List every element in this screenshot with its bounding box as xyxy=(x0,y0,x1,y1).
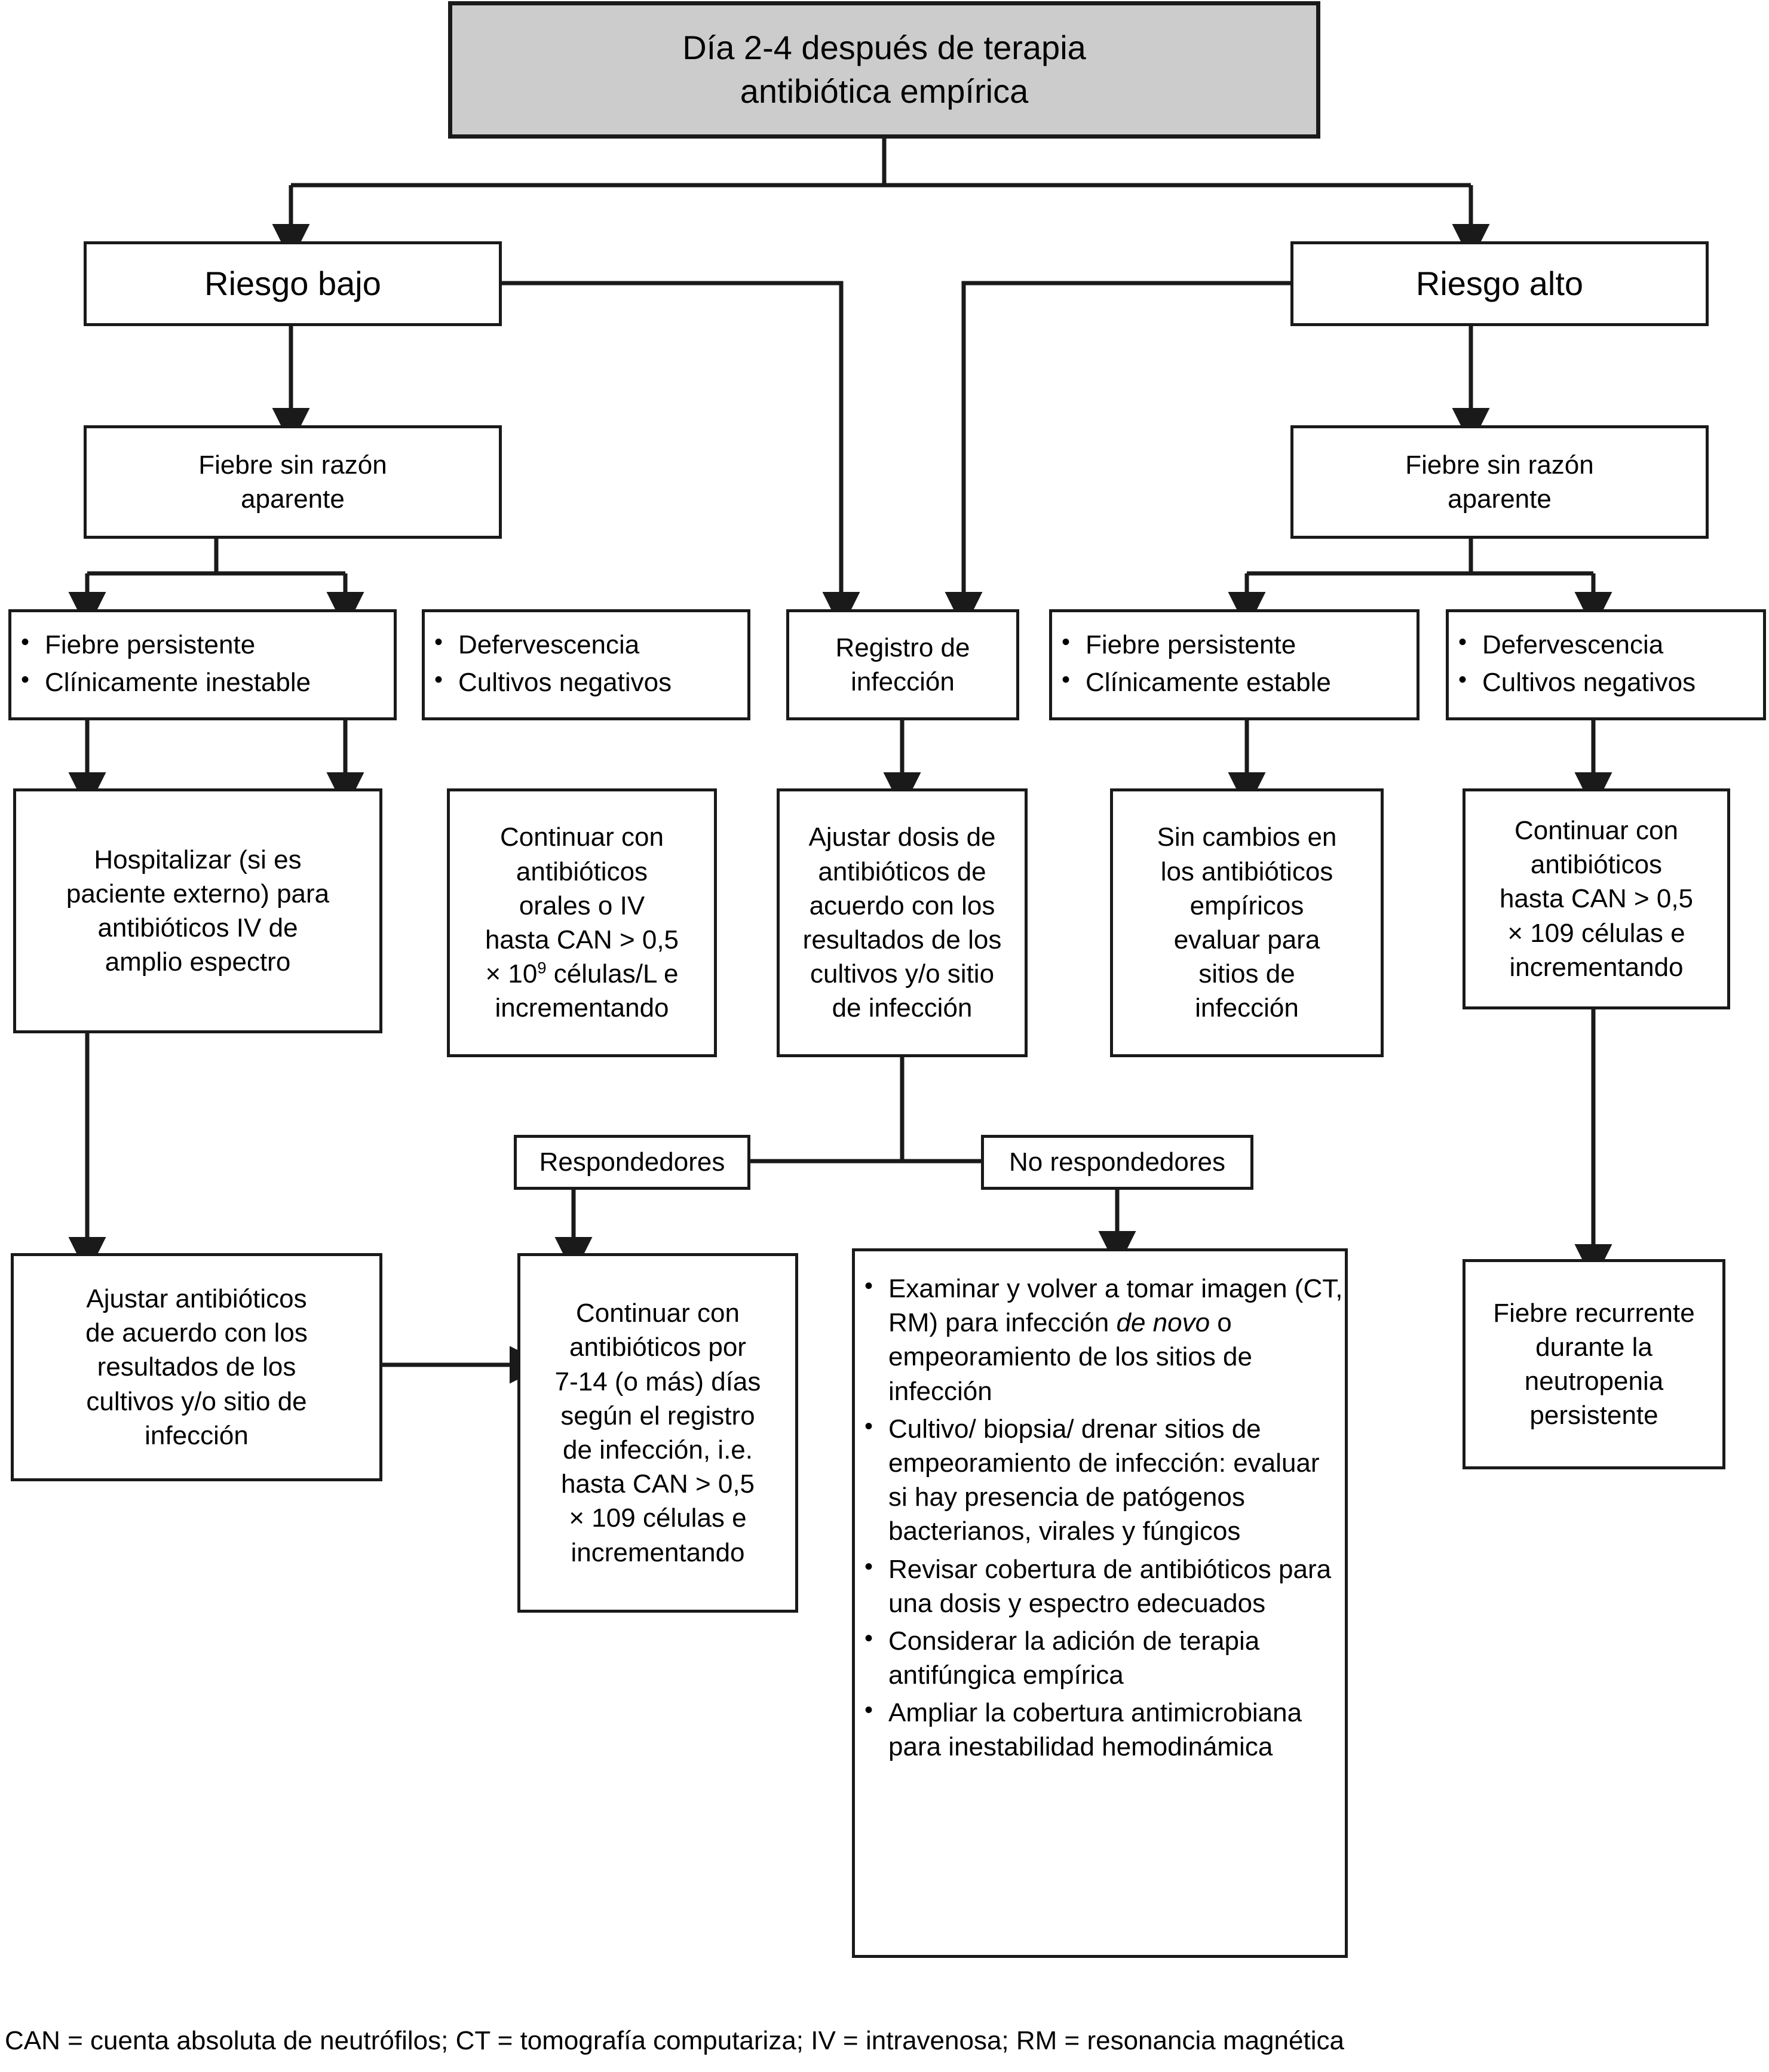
line: × 109 células e xyxy=(1507,918,1685,948)
node-adjust-dose-label: Ajustar dosis de antibióticos de acuerdo… xyxy=(802,822,1002,1023)
low-deferv-list: Defervescencia Cultivos negativos xyxy=(425,627,747,703)
list-item: Ampliar la cobertura antimicrobiana para… xyxy=(855,1695,1345,1764)
emphasis-text: de novo xyxy=(1116,1308,1210,1338)
line: incrementando xyxy=(1509,952,1684,982)
node-continue-oral-iv-label: Continuar con antibióticos orales o IV h… xyxy=(450,820,714,1025)
high-persistent-list: Fiebre persistente Clínicamente estable xyxy=(1052,627,1417,703)
line: hasta CAN > 0,5 xyxy=(485,925,679,954)
line: Continuar con xyxy=(576,1299,740,1328)
line-with-superscript: × 109 células/L e xyxy=(456,957,708,991)
pre: × 10 xyxy=(485,959,538,989)
high-deferv-list: Defervescencia Cultivos negativos xyxy=(1449,627,1763,703)
list-item: Revisar cobertura de antibióticos para u… xyxy=(855,1551,1345,1620)
list-item: Defervescencia xyxy=(425,627,747,662)
superscript: 9 xyxy=(537,958,547,977)
node-risk-low-label: Riesgo bajo xyxy=(204,264,381,302)
node-root[interactable]: Día 2-4 después de terapia antibiótica e… xyxy=(448,1,1320,139)
line: hasta CAN > 0,5 xyxy=(560,1469,755,1499)
node-infection-record-label: Registro de infección xyxy=(835,633,970,696)
node-adjust-abx-label: Ajustar antibióticos de acuerdo con los … xyxy=(85,1284,308,1450)
node-fever-low-label: Fiebre sin razón aparente xyxy=(198,450,387,514)
node-continue-high-label: Continuar con antibióticos hasta CAN > 0… xyxy=(1466,814,1727,984)
node-hospitalize-label: Hospitalizar (si es paciente externo) pa… xyxy=(66,845,330,977)
node-responders-label: Respondedores xyxy=(539,1147,725,1177)
node-low-defervescence[interactable]: Defervescencia Cultivos negativos xyxy=(422,609,750,720)
line: orales o IV xyxy=(519,891,645,920)
list-item: Clínicamente estable xyxy=(1052,664,1417,699)
text: Considerar la adición de terapia antifún… xyxy=(888,1626,1260,1690)
line: antibióticos xyxy=(1530,850,1663,880)
text: Revisar cobertura de antibióticos para u… xyxy=(888,1554,1332,1618)
line: incrementando xyxy=(495,993,669,1023)
node-hospitalize[interactable]: Hospitalizar (si es paciente externo) pa… xyxy=(13,788,382,1033)
node-continue-oral-iv[interactable]: Continuar con antibióticos orales o IV h… xyxy=(447,788,717,1057)
node-high-persistent[interactable]: Fiebre persistente Clínicamente estable xyxy=(1049,609,1420,720)
node-no-changes[interactable]: Sin cambios en los antibióticos empírico… xyxy=(1110,788,1384,1057)
node-nonresponder-actions[interactable]: Examinar y volver a tomar imagen (CT, RM… xyxy=(852,1248,1348,1958)
line: Continuar con xyxy=(500,822,664,852)
nonresponder-actions-list: Examinar y volver a tomar imagen (CT, RM… xyxy=(855,1270,1345,1768)
list-item: Cultivos negativos xyxy=(425,664,747,699)
list-item: Fiebre persistente xyxy=(1052,627,1417,662)
list-item: Clínicamente inestable xyxy=(11,664,394,699)
line: 7-14 (o más) días xyxy=(554,1367,761,1396)
node-root-label: Día 2-4 después de terapia antibiótica e… xyxy=(682,29,1086,110)
node-non-responders[interactable]: No respondedores xyxy=(981,1135,1253,1190)
line: × 109 células e xyxy=(569,1503,747,1533)
node-fever-low[interactable]: Fiebre sin razón aparente xyxy=(84,425,502,539)
node-no-changes-label: Sin cambios en los antibióticos empírico… xyxy=(1157,822,1337,1023)
node-responders[interactable]: Respondedores xyxy=(514,1135,750,1190)
node-infection-record[interactable]: Registro de infección xyxy=(786,609,1019,720)
node-fever-high[interactable]: Fiebre sin razón aparente xyxy=(1290,425,1709,539)
line: Continuar con xyxy=(1514,816,1678,846)
list-item: Defervescencia xyxy=(1449,627,1763,662)
list-item: Considerar la adición de terapia antifún… xyxy=(855,1623,1345,1692)
node-risk-high[interactable]: Riesgo alto xyxy=(1290,241,1709,326)
node-continue-7-14[interactable]: Continuar con antibióticos por 7-14 (o m… xyxy=(517,1253,798,1613)
node-high-defervescence[interactable]: Defervescencia Cultivos negativos xyxy=(1446,609,1766,720)
text: Ampliar la cobertura antimicrobiana para… xyxy=(888,1698,1302,1762)
node-continue-7-14-label: Continuar con antibióticos por 7-14 (o m… xyxy=(520,1296,795,1570)
line: según el registro xyxy=(560,1401,755,1431)
node-adjust-dose[interactable]: Ajustar dosis de antibióticos de acuerdo… xyxy=(777,788,1028,1057)
footnote-abbreviations: CAN = cuenta absoluta de neutrófilos; CT… xyxy=(5,2026,1344,2055)
node-recurrent-fever-label: Fiebre recurrente durante la neutropenia… xyxy=(1493,1298,1695,1431)
line: hasta CAN > 0,5 xyxy=(1499,884,1694,914)
node-fever-high-label: Fiebre sin razón aparente xyxy=(1405,450,1594,514)
node-risk-high-label: Riesgo alto xyxy=(1415,264,1584,302)
line: antibióticos por xyxy=(569,1333,746,1362)
node-low-persistent[interactable]: Fiebre persistente Clínicamente inestabl… xyxy=(8,609,397,720)
list-item: Cultivos negativos xyxy=(1449,664,1763,699)
text: Examinar y volver a tomar imagen (CT, RM… xyxy=(888,1274,1343,1338)
list-item: Cultivo/ biopsia/ drenar sitios de empeo… xyxy=(855,1411,1345,1549)
node-non-responders-label: No respondedores xyxy=(1008,1147,1225,1177)
text: Cultivo/ biopsia/ drenar sitios de empeo… xyxy=(888,1414,1320,1546)
text: o empeoramiento de los sitios de infecci… xyxy=(888,1308,1252,1406)
line: antibióticos xyxy=(516,857,648,886)
node-risk-low[interactable]: Riesgo bajo xyxy=(84,241,502,326)
line: incrementando xyxy=(571,1537,745,1567)
node-adjust-abx[interactable]: Ajustar antibióticos de acuerdo con los … xyxy=(11,1253,382,1481)
list-item: Fiebre persistente xyxy=(11,627,394,662)
node-continue-high[interactable]: Continuar con antibióticos hasta CAN > 0… xyxy=(1463,788,1730,1009)
post: células/L e xyxy=(546,959,679,989)
node-recurrent-fever[interactable]: Fiebre recurrente durante la neutropenia… xyxy=(1463,1259,1725,1469)
line: de infección, i.e. xyxy=(563,1435,753,1465)
low-persistent-list: Fiebre persistente Clínicamente inestabl… xyxy=(11,627,394,703)
list-item: Examinar y volver a tomar imagen (CT, RM… xyxy=(855,1270,1345,1408)
